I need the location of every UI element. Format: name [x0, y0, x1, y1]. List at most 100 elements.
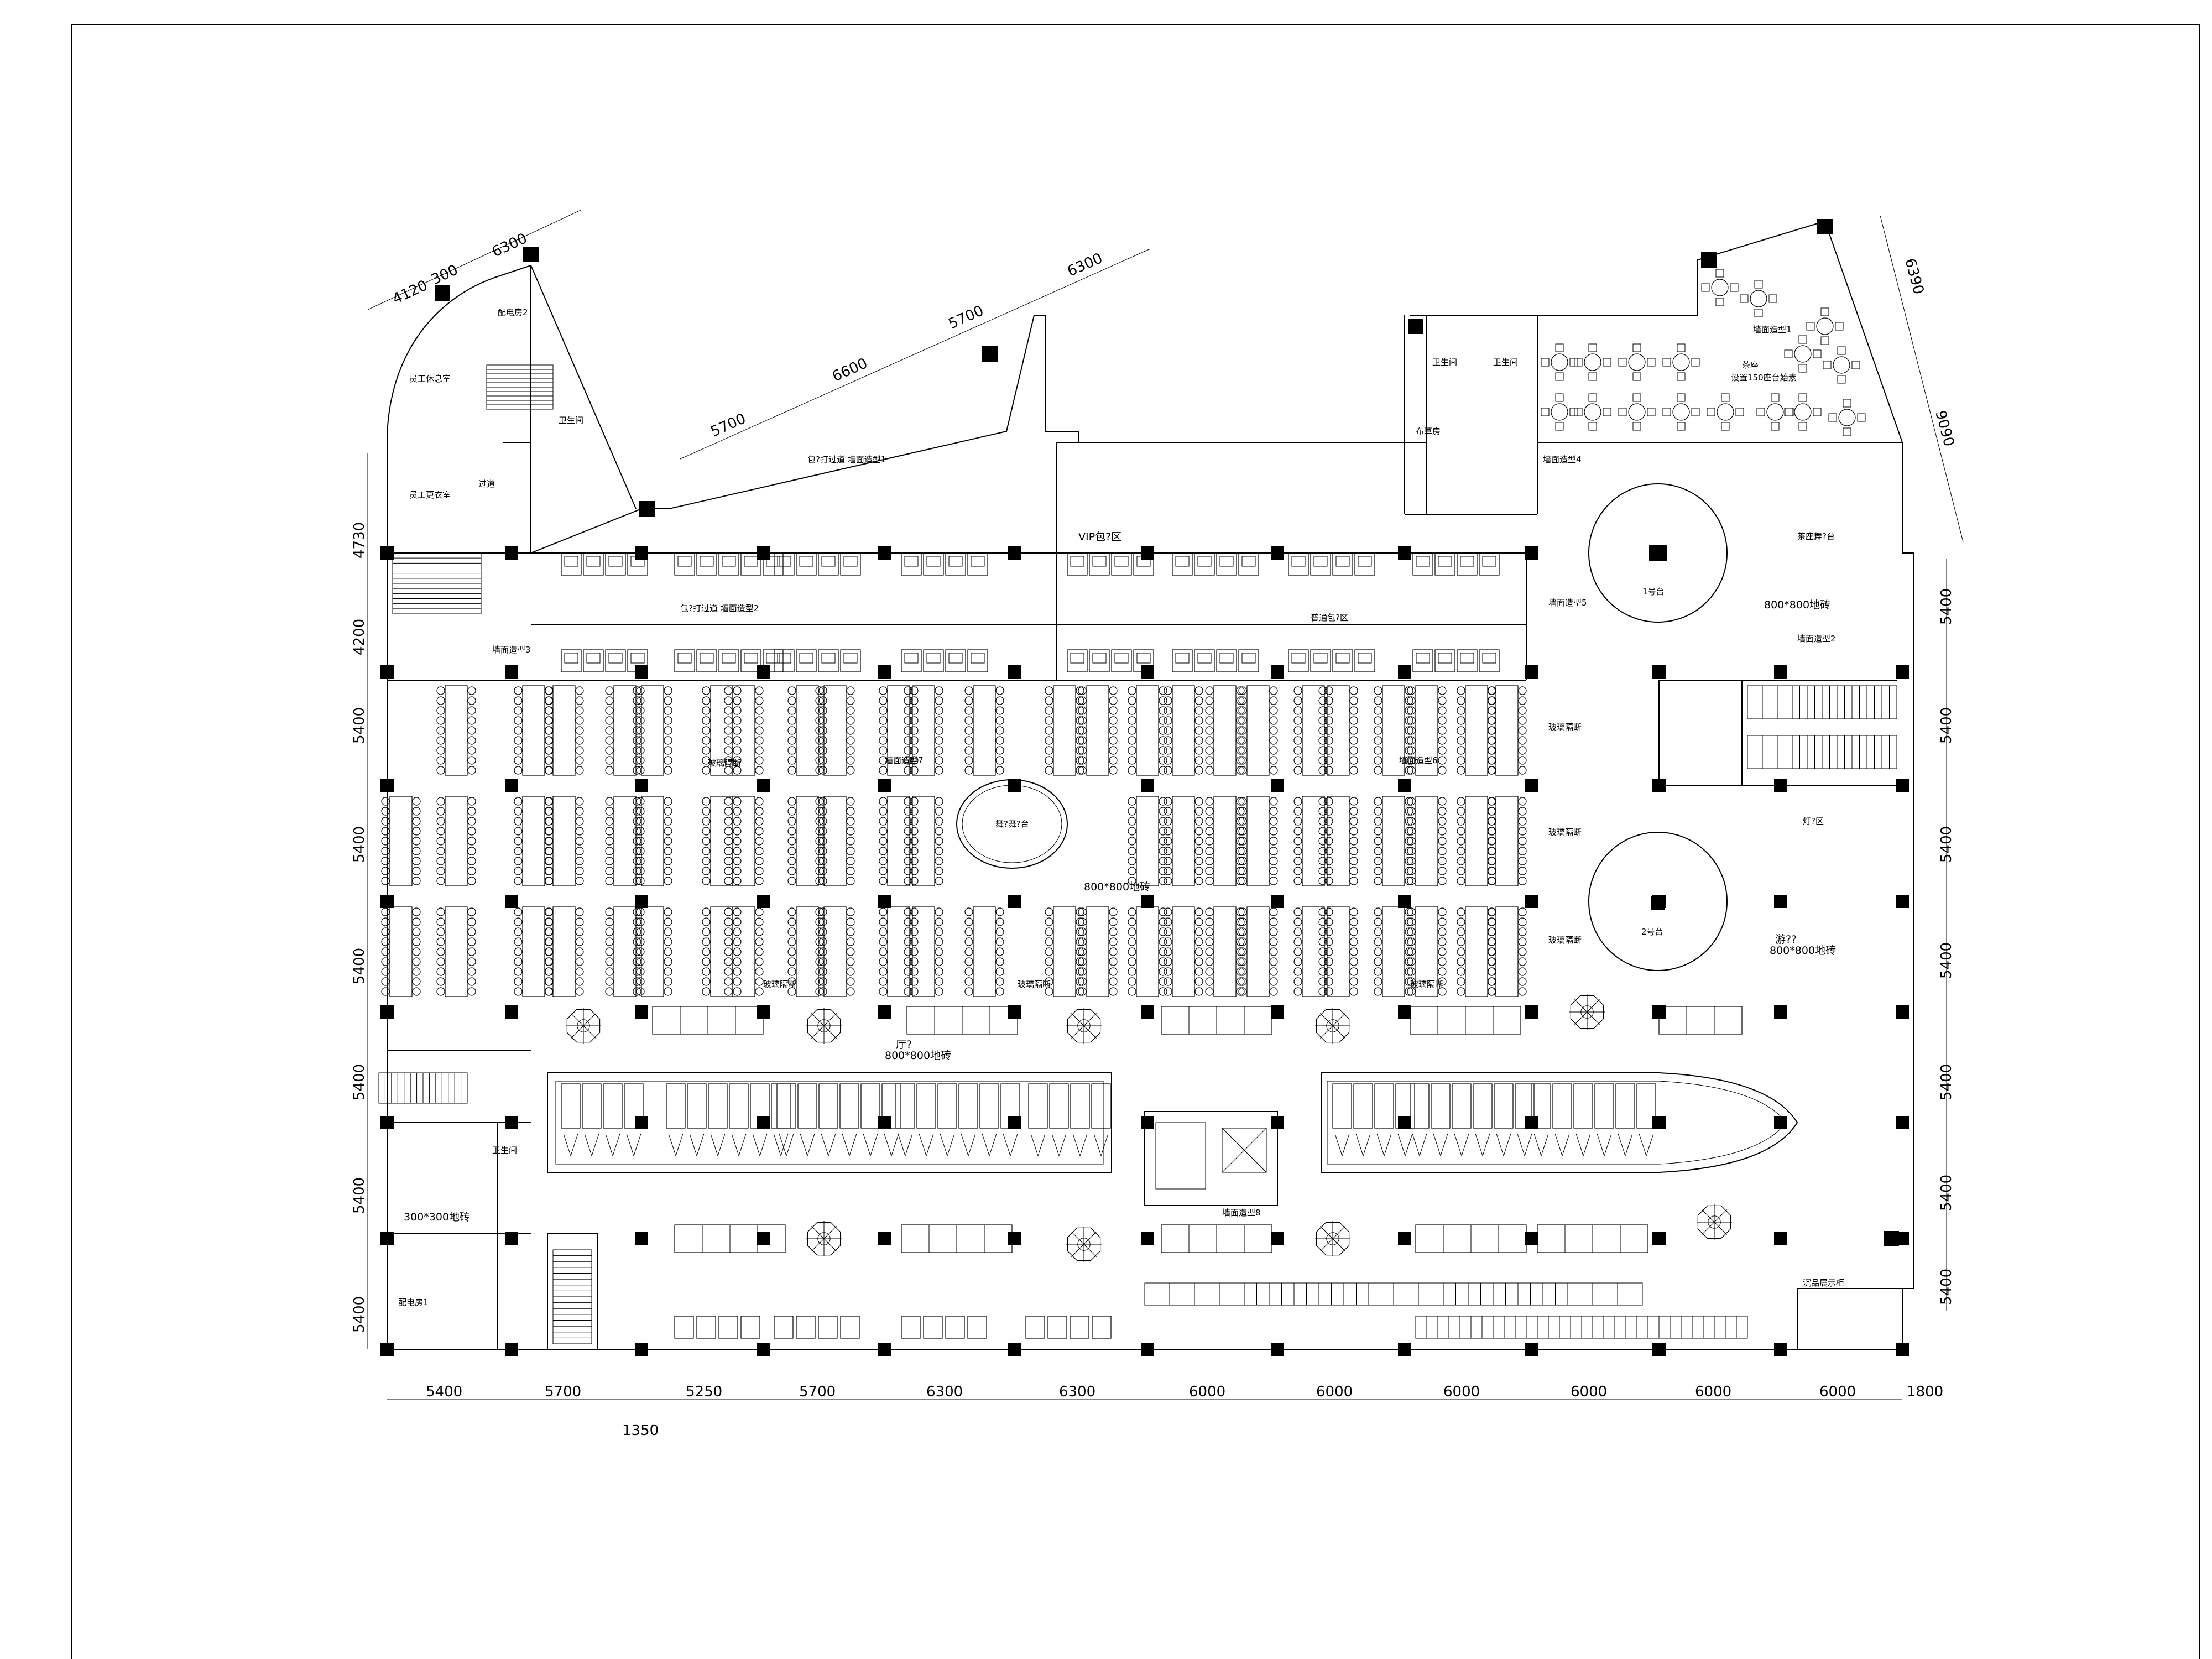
dim-bottom-10: 6000: [1695, 1384, 1731, 1400]
label-general-pkg: 普通包?区: [1311, 613, 1348, 623]
column: [1817, 219, 1833, 234]
octagon-tables: [566, 994, 1732, 1262]
column: [1525, 665, 1538, 679]
tea-tables: [1541, 269, 1866, 436]
elevator-core: [1144, 1111, 1278, 1206]
label-glass-7: 玻璃隔断: [1410, 979, 1443, 989]
column: [1008, 665, 1021, 679]
column: [1141, 1232, 1154, 1245]
stairs: [378, 364, 1897, 1344]
column: [505, 1005, 518, 1019]
column: [380, 1232, 394, 1245]
column: [635, 1343, 648, 1356]
column: [1896, 665, 1909, 679]
column: [1398, 1343, 1411, 1356]
column: [878, 1116, 891, 1129]
label-toilet: 卫生间: [559, 415, 583, 425]
dim-right-3: 5400: [1938, 942, 1955, 979]
boat-bar: [1321, 1072, 1798, 1173]
column: [1896, 895, 1909, 908]
label-staff-rest: 员工休息室: [409, 374, 451, 384]
bottom-dimensions: 5400 5700 5250 5700 6300 6300 6000 6000 …: [426, 1384, 1943, 1439]
column: [635, 1005, 648, 1019]
dim-bottom-3: 5700: [799, 1384, 836, 1400]
dim-bottom-5: 6300: [1059, 1384, 1095, 1400]
dim-right-0: 5400: [1938, 588, 1955, 625]
label-vip: VIP包?区: [1078, 531, 1121, 543]
column: [1652, 665, 1666, 679]
label-ceiling-8: 墙面造型8: [1222, 1208, 1261, 1218]
column: [1652, 1116, 1666, 1129]
top-right-dimensions: 6390 9090: [1901, 257, 1957, 448]
label-stair-light: 灯?区: [1803, 816, 1824, 826]
column: [380, 1343, 394, 1356]
dim-right-4: 5400: [1938, 1064, 1955, 1100]
label-ceiling-3: 墙面造型3: [492, 645, 531, 655]
right-dimensions: 5400 5400 5400 5400 5400 5400 5400: [1938, 588, 1955, 1305]
dim-topdiag-0: 5700: [708, 410, 749, 440]
label-linen: 布草房: [1416, 426, 1441, 436]
label-toilet-2: 卫生间: [1432, 357, 1457, 367]
column: [1008, 1343, 1021, 1356]
column: [1008, 1116, 1021, 1129]
column: [1008, 895, 1021, 908]
label-tea-seats: 设置150座台始素: [1731, 373, 1797, 383]
column: [757, 1343, 770, 1356]
column: [1525, 1232, 1538, 1245]
column: [1652, 1232, 1666, 1245]
label-toilet-3: 卫生间: [1493, 357, 1518, 367]
column: [1398, 665, 1411, 679]
dim-bottom-4: 6300: [926, 1384, 963, 1400]
column: [505, 895, 518, 908]
column: [1398, 1005, 1411, 1019]
dim-bottom-7: 6000: [1316, 1384, 1353, 1400]
column: [505, 1232, 518, 1245]
column: [1408, 319, 1423, 334]
column: [1008, 1005, 1021, 1019]
dim-right-5: 5400: [1938, 1175, 1955, 1211]
stage-2: 2号台: [1588, 832, 1728, 971]
dim-bottom-2: 5250: [686, 1384, 722, 1400]
dim-left-4: 5400: [351, 948, 368, 984]
label-glass-1: 玻璃隔断: [708, 758, 741, 768]
column: [1652, 1343, 1666, 1356]
label-ceiling-1: 墙面造型1: [1753, 325, 1792, 335]
dim-topdiag-3: 6300: [1065, 250, 1105, 280]
column: [1896, 1343, 1909, 1356]
label-corridor: 过道: [478, 479, 495, 489]
column: [1271, 895, 1284, 908]
column: [1141, 895, 1154, 908]
stage-1: 1号台: [1588, 483, 1728, 623]
column: [1884, 1231, 1899, 1246]
dim-left-6: 5400: [351, 1177, 368, 1214]
column: [1271, 779, 1284, 792]
dim-bottom-extra: 1350: [622, 1422, 659, 1439]
column: [635, 779, 648, 792]
column: [1525, 1005, 1538, 1019]
label-private-rooms-1: 包?打过道 墙面造型1: [807, 455, 886, 465]
column: [635, 895, 648, 908]
column: [1774, 1005, 1787, 1019]
label-power-room-2: 配电房2: [498, 307, 528, 317]
dim-right-1: 5400: [1938, 707, 1955, 744]
column: [380, 779, 394, 792]
label-lobby: 厅?: [896, 1039, 912, 1051]
column: [635, 1116, 648, 1129]
dim-left-1: 4200: [351, 619, 368, 655]
column: [878, 895, 891, 908]
sheet-frame: [71, 24, 2200, 1659]
furniture: [381, 552, 1743, 1339]
dim-bottom-9: 6000: [1571, 1384, 1607, 1400]
label-glass-2: 玻璃隔断: [1548, 722, 1582, 732]
column: [757, 1116, 770, 1129]
label-glass-4: 玻璃隔断: [1548, 935, 1582, 945]
label-tea-area: 茶座: [1742, 360, 1759, 370]
column: [505, 1343, 518, 1356]
column: [878, 1343, 891, 1356]
label-glass-3: 玻璃隔断: [1548, 827, 1582, 837]
label-tea-stage: 茶座舞?台: [1797, 531, 1835, 541]
left-bar: [547, 1072, 1112, 1173]
dim-left-7: 5400: [351, 1296, 368, 1333]
column: [1525, 1343, 1538, 1356]
column: [1271, 1232, 1284, 1245]
